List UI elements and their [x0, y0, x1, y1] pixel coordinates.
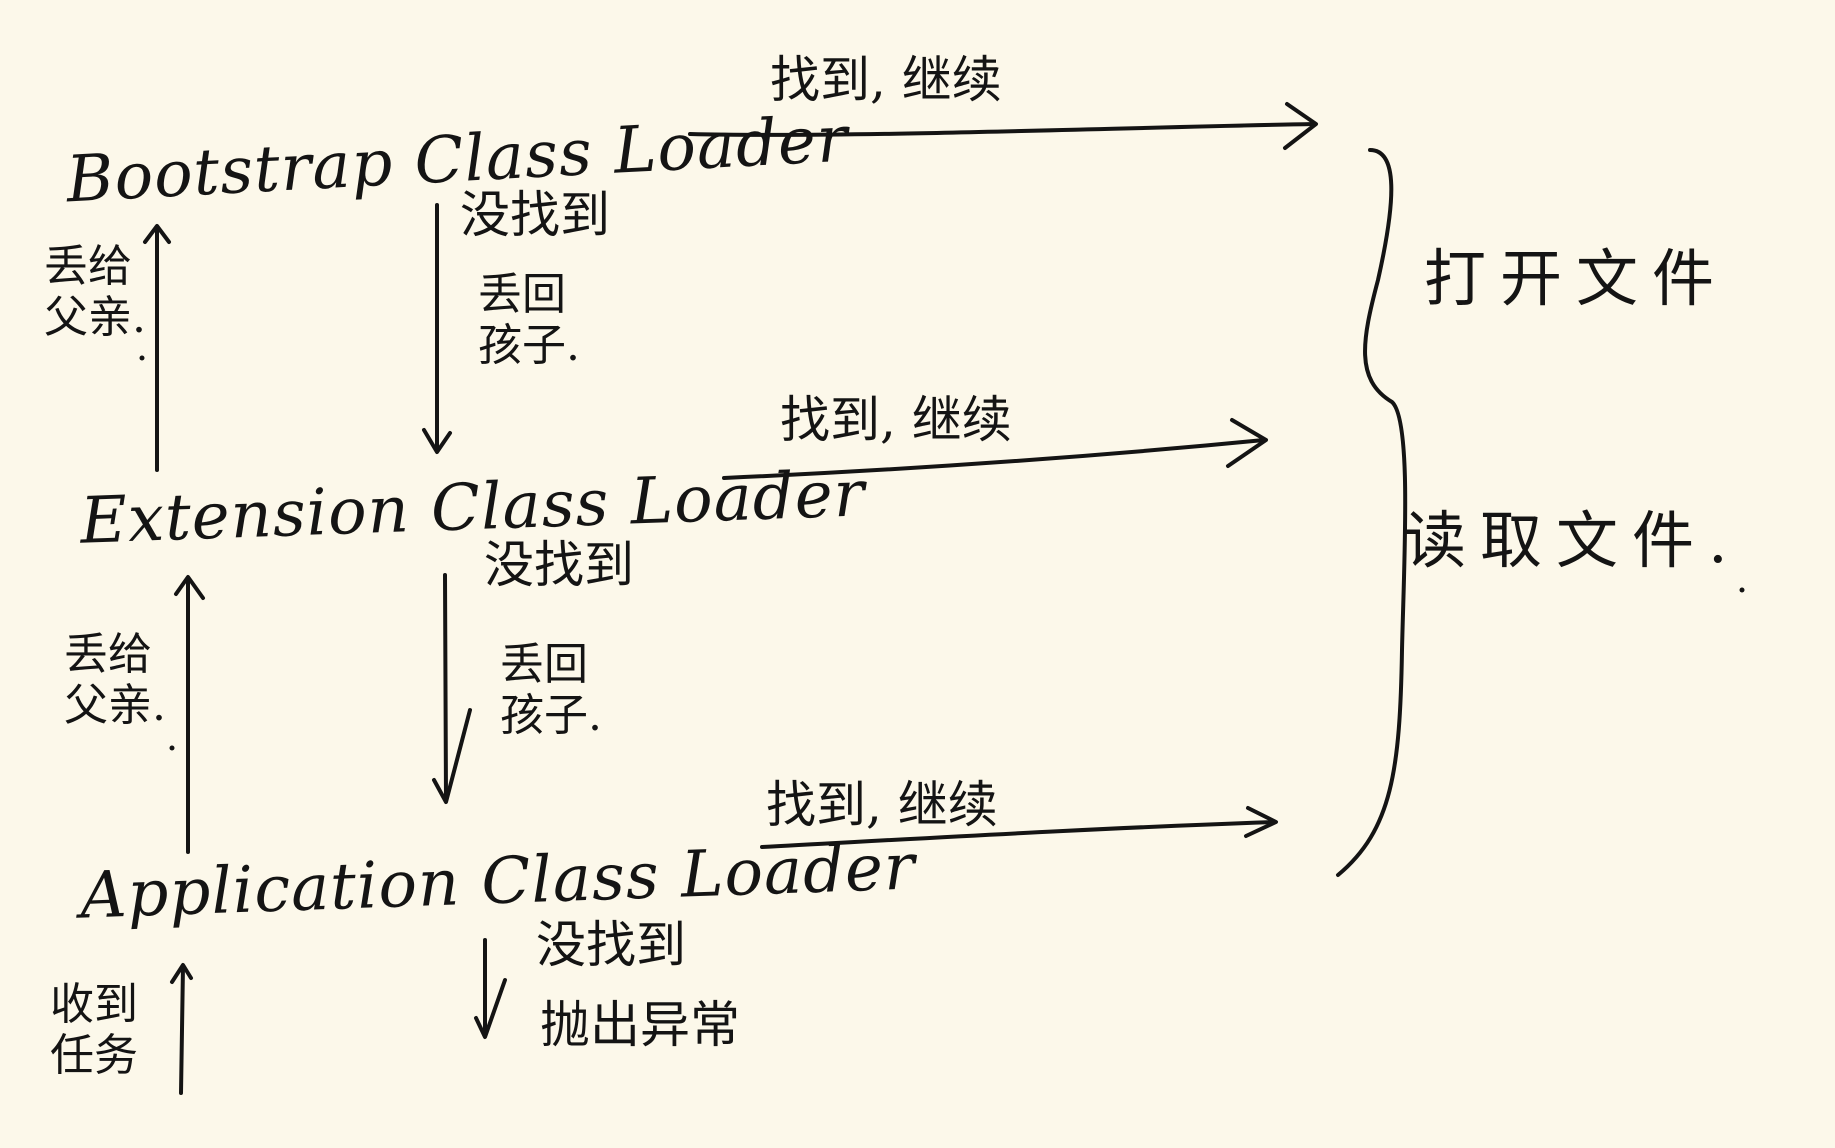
throw-back-line-2: 孩子. [500, 689, 602, 741]
receive-task-label: 收到 任务 [50, 979, 138, 1081]
to-parent-line-2: 父亲. [64, 679, 166, 731]
throw-back-line-2: 孩子. [478, 319, 580, 371]
open-file-label: 打开文件 [1424, 242, 1729, 315]
found-continue-label-1: 找到, 继续 [770, 51, 1002, 109]
found-continue-label-3: 找到, 继续 [766, 776, 998, 834]
throw-back-line-1: 丢回 [478, 269, 566, 320]
curly-brace [1336, 148, 1408, 877]
to-parent-line-1: 丢给 [44, 241, 132, 292]
to-parent-label-2: 丢给 父亲. [64, 629, 166, 731]
arrow-right-application [760, 806, 1278, 849]
throw-back-label-1: 丢回 孩子. [478, 269, 580, 371]
throw-exception-label: 抛出异常 [540, 996, 740, 1054]
arrow-right-extension [722, 418, 1268, 480]
not-found-label-1: 没找到 [460, 186, 610, 244]
receive-line-1: 收到 [50, 979, 138, 1030]
found-continue-label-2: 找到, 继续 [780, 391, 1012, 449]
to-parent-line-2: 父亲. [44, 291, 146, 343]
arrow-right-bootstrap [688, 102, 1318, 150]
throw-back-line-1: 丢回 [500, 639, 588, 690]
ink-dot [169, 745, 175, 751]
throw-back-label-2: 丢回 孩子. [500, 639, 602, 741]
not-found-label-2: 没找到 [484, 536, 634, 594]
receive-line-2: 任务 [50, 1029, 138, 1081]
arrow-down-application [474, 938, 507, 1039]
ink-dot [139, 355, 145, 361]
not-found-label-3: 没找到 [536, 916, 686, 974]
to-parent-line-1: 丢给 [64, 629, 152, 680]
arrow-down-bootstrap [422, 203, 452, 454]
read-file-label: 读取文件. [1404, 504, 1742, 577]
arrow-up-bootstrap [143, 224, 171, 472]
to-parent-label-1: 丢给 父亲. [44, 241, 146, 343]
arrow-down-extension [432, 573, 472, 804]
ink-dot [1739, 587, 1745, 593]
arrow-up-application [170, 963, 193, 1095]
arrow-up-extension [174, 575, 205, 854]
